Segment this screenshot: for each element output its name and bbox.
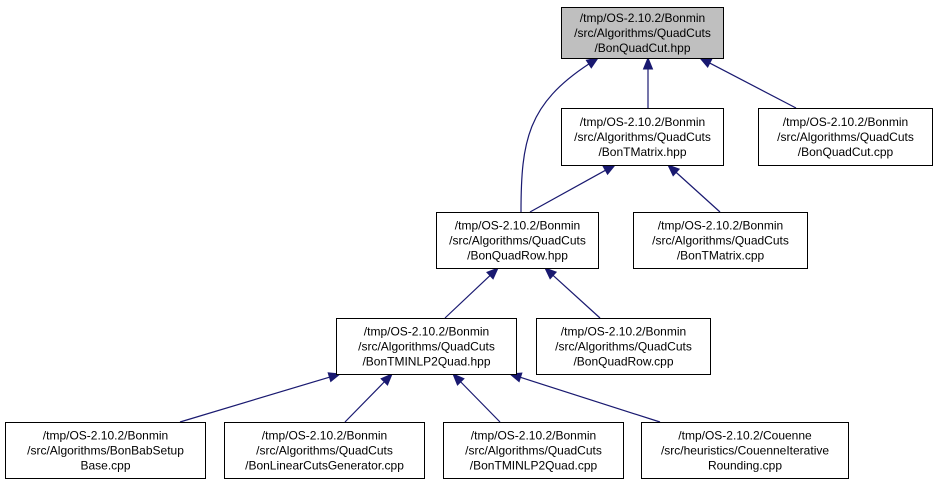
node-label-line: /tmp/OS-2.10.2/Bonmin bbox=[471, 429, 596, 443]
edge-bonquadrow-hpp-to-bonquadcut-hpp-arrowhead bbox=[585, 57, 600, 69]
node-label-line: /tmp/OS-2.10.2/Bonmin bbox=[580, 115, 705, 129]
edge-bontmatrix-hpp-to-bonquadcut-hpp bbox=[642, 56, 654, 108]
edge-line bbox=[444, 275, 491, 319]
node-label-line: /src/Algorithms/QuadCuts bbox=[449, 234, 586, 248]
node-label-line: /BonQuadRow.hpp bbox=[467, 249, 568, 263]
edge-bonquadrow-hpp-to-bontmatrix-hpp bbox=[529, 164, 617, 213]
edge-layer bbox=[179, 56, 797, 423]
node-label-line: /BonTMatrix.hpp bbox=[598, 145, 686, 159]
edge-line bbox=[675, 171, 721, 213]
node-box[interactable] bbox=[436, 212, 599, 269]
edge-bonbabsetupbase-cpp-to-bontminlp2quad-hpp-arrowhead bbox=[327, 372, 342, 383]
edge-bonlinearcutsgenerator-cpp-to-bontminlp2quad-hpp-arrowhead bbox=[380, 373, 393, 386]
edge-bontmatrix-hpp-to-bonquadcut-hpp-arrowhead bbox=[642, 56, 654, 70]
edge-bonlinearcutsgenerator-cpp-to-bontminlp2quad-hpp bbox=[344, 373, 393, 423]
edge-bontmatrix-cpp-to-bontmatrix-hpp-arrowhead bbox=[667, 164, 681, 177]
edge-line bbox=[520, 376, 661, 423]
edge-bonquadcut-cpp-to-bonquadcut-hpp bbox=[698, 57, 797, 109]
edge-bonbabsetupbase-cpp-to-bontminlp2quad-hpp bbox=[179, 372, 342, 423]
edge-bonquadcut-cpp-to-bonquadcut-hpp-arrowhead bbox=[698, 57, 713, 68]
edge-bontminlp2quad-hpp-to-bonquadrow-hpp bbox=[444, 267, 499, 319]
node-box[interactable] bbox=[561, 7, 724, 59]
node-bonquadrow-cpp[interactable]: /tmp/OS-2.10.2/Bonmin/src/Algorithms/Qua… bbox=[536, 318, 711, 375]
edge-line bbox=[179, 376, 330, 423]
node-label-line: /src/Algorithms/QuadCuts bbox=[574, 26, 711, 40]
node-bontminlp2quad-hpp[interactable]: /tmp/OS-2.10.2/Bonmin/src/Algorithms/Qua… bbox=[336, 318, 517, 375]
node-label-line: /tmp/OS-2.10.2/Bonmin bbox=[580, 11, 705, 25]
node-box[interactable] bbox=[561, 108, 724, 166]
edge-bontmatrix-cpp-to-bontmatrix-hpp bbox=[667, 164, 721, 213]
edge-line bbox=[460, 381, 501, 423]
node-label-line: /tmp/OS-2.10.2/Bonmin bbox=[455, 219, 580, 233]
node-label-line: /tmp/OS-2.10.2/Bonmin bbox=[658, 219, 783, 233]
edge-bonquadrow-hpp-to-bontmatrix-hpp-arrowhead bbox=[602, 164, 617, 176]
node-label-line: /tmp/OS-2.10.2/Bonmin bbox=[262, 429, 387, 443]
edge-couenneiterativerounding-cpp-to-bontminlp2quad-hpp bbox=[508, 372, 661, 423]
node-label-line: /tmp/OS-2.10.2/Bonmin bbox=[364, 325, 489, 339]
node-box[interactable] bbox=[5, 422, 206, 479]
edge-bontminlp2quad-cpp-to-bontminlp2quad-hpp-arrowhead bbox=[452, 373, 465, 386]
node-layer: /tmp/OS-2.10.2/Bonmin/src/Algorithms/Qua… bbox=[5, 7, 933, 479]
node-label-line: /BonLinearCutsGenerator.cpp bbox=[245, 459, 404, 473]
node-label-line: /src/Algorithms/QuadCuts bbox=[652, 234, 789, 248]
node-label-line: /src/Algorithms/QuadCuts bbox=[465, 444, 602, 458]
node-bontminlp2quad-cpp[interactable]: /tmp/OS-2.10.2/Bonmin/src/Algorithms/Qua… bbox=[443, 422, 624, 479]
node-box[interactable] bbox=[633, 212, 808, 269]
node-bontmatrix-cpp[interactable]: /tmp/OS-2.10.2/Bonmin/src/Algorithms/Qua… bbox=[633, 212, 808, 269]
node-label-line: /tmp/OS-2.10.2/Bonmin bbox=[783, 115, 908, 129]
edge-line bbox=[709, 62, 797, 109]
node-bonquadcut-hpp[interactable]: /tmp/OS-2.10.2/Bonmin/src/Algorithms/Qua… bbox=[561, 7, 724, 59]
node-label-line: /tmp/OS-2.10.2/Bonmin bbox=[561, 325, 686, 339]
node-label-line: /src/Algorithms/QuadCuts bbox=[777, 130, 914, 144]
edge-bonquadrow-cpp-to-bonquadrow-hpp bbox=[544, 267, 601, 319]
node-label-line: /BonTMINLP2Quad.hpp bbox=[362, 355, 490, 369]
node-label-line: /BonTMINLP2Quad.cpp bbox=[470, 459, 598, 473]
node-bonquadcut-cpp[interactable]: /tmp/OS-2.10.2/Bonmin/src/Algorithms/Qua… bbox=[758, 108, 933, 166]
node-label-line: /tmp/OS-2.10.2/Couenne bbox=[678, 429, 812, 443]
edge-bonquadrow-cpp-to-bonquadrow-hpp-arrowhead bbox=[544, 267, 558, 280]
node-label-line: /BonQuadCut.hpp bbox=[594, 41, 690, 55]
node-box[interactable] bbox=[443, 422, 624, 479]
edge-bontminlp2quad-cpp-to-bontminlp2quad-hpp bbox=[452, 373, 501, 423]
node-box[interactable] bbox=[758, 108, 933, 166]
node-bontmatrix-hpp[interactable]: /tmp/OS-2.10.2/Bonmin/src/Algorithms/Qua… bbox=[561, 108, 724, 166]
edge-line bbox=[344, 381, 385, 423]
edge-line bbox=[529, 169, 606, 213]
edge-bonquadrow-hpp-to-bonquadcut-hpp bbox=[520, 57, 600, 213]
node-box[interactable] bbox=[641, 422, 849, 479]
node-label-line: /BonQuadRow.cpp bbox=[573, 355, 673, 369]
node-bonbabsetupbase-cpp[interactable]: /tmp/OS-2.10.2/Bonmin/src/Algorithms/Bon… bbox=[5, 422, 206, 479]
node-bonlinearcutsgenerator-cpp[interactable]: /tmp/OS-2.10.2/Bonmin/src/Algorithms/Qua… bbox=[224, 422, 425, 479]
node-couenneiterativerounding-cpp[interactable]: /tmp/OS-2.10.2/Couenne/src/heuristics/Co… bbox=[641, 422, 849, 479]
node-label-line: /BonQuadCut.cpp bbox=[798, 145, 894, 159]
node-label-line: /src/Algorithms/QuadCuts bbox=[574, 130, 711, 144]
node-label-line: /src/Algorithms/QuadCuts bbox=[358, 340, 495, 354]
node-bonquadrow-hpp[interactable]: /tmp/OS-2.10.2/Bonmin/src/Algorithms/Qua… bbox=[436, 212, 599, 269]
edge-line bbox=[520, 63, 590, 213]
edge-line bbox=[552, 274, 601, 319]
node-box[interactable] bbox=[336, 318, 517, 375]
node-box[interactable] bbox=[536, 318, 711, 375]
node-label-line: /src/Algorithms/QuadCuts bbox=[256, 444, 393, 458]
node-label-line: Base.cpp bbox=[80, 459, 130, 473]
node-label-line: /tmp/OS-2.10.2/Bonmin bbox=[43, 429, 168, 443]
edge-bontminlp2quad-hpp-to-bonquadrow-hpp-arrowhead bbox=[486, 267, 499, 280]
node-box[interactable] bbox=[224, 422, 425, 479]
node-label-line: /src/heuristics/CouenneIterative bbox=[661, 444, 829, 458]
node-label-line: /src/Algorithms/QuadCuts bbox=[555, 340, 692, 354]
node-label-line: /BonTMatrix.cpp bbox=[677, 249, 765, 263]
node-label-line: Rounding.cpp bbox=[708, 459, 782, 473]
node-label-line: /src/Algorithms/BonBabSetup bbox=[27, 444, 184, 458]
